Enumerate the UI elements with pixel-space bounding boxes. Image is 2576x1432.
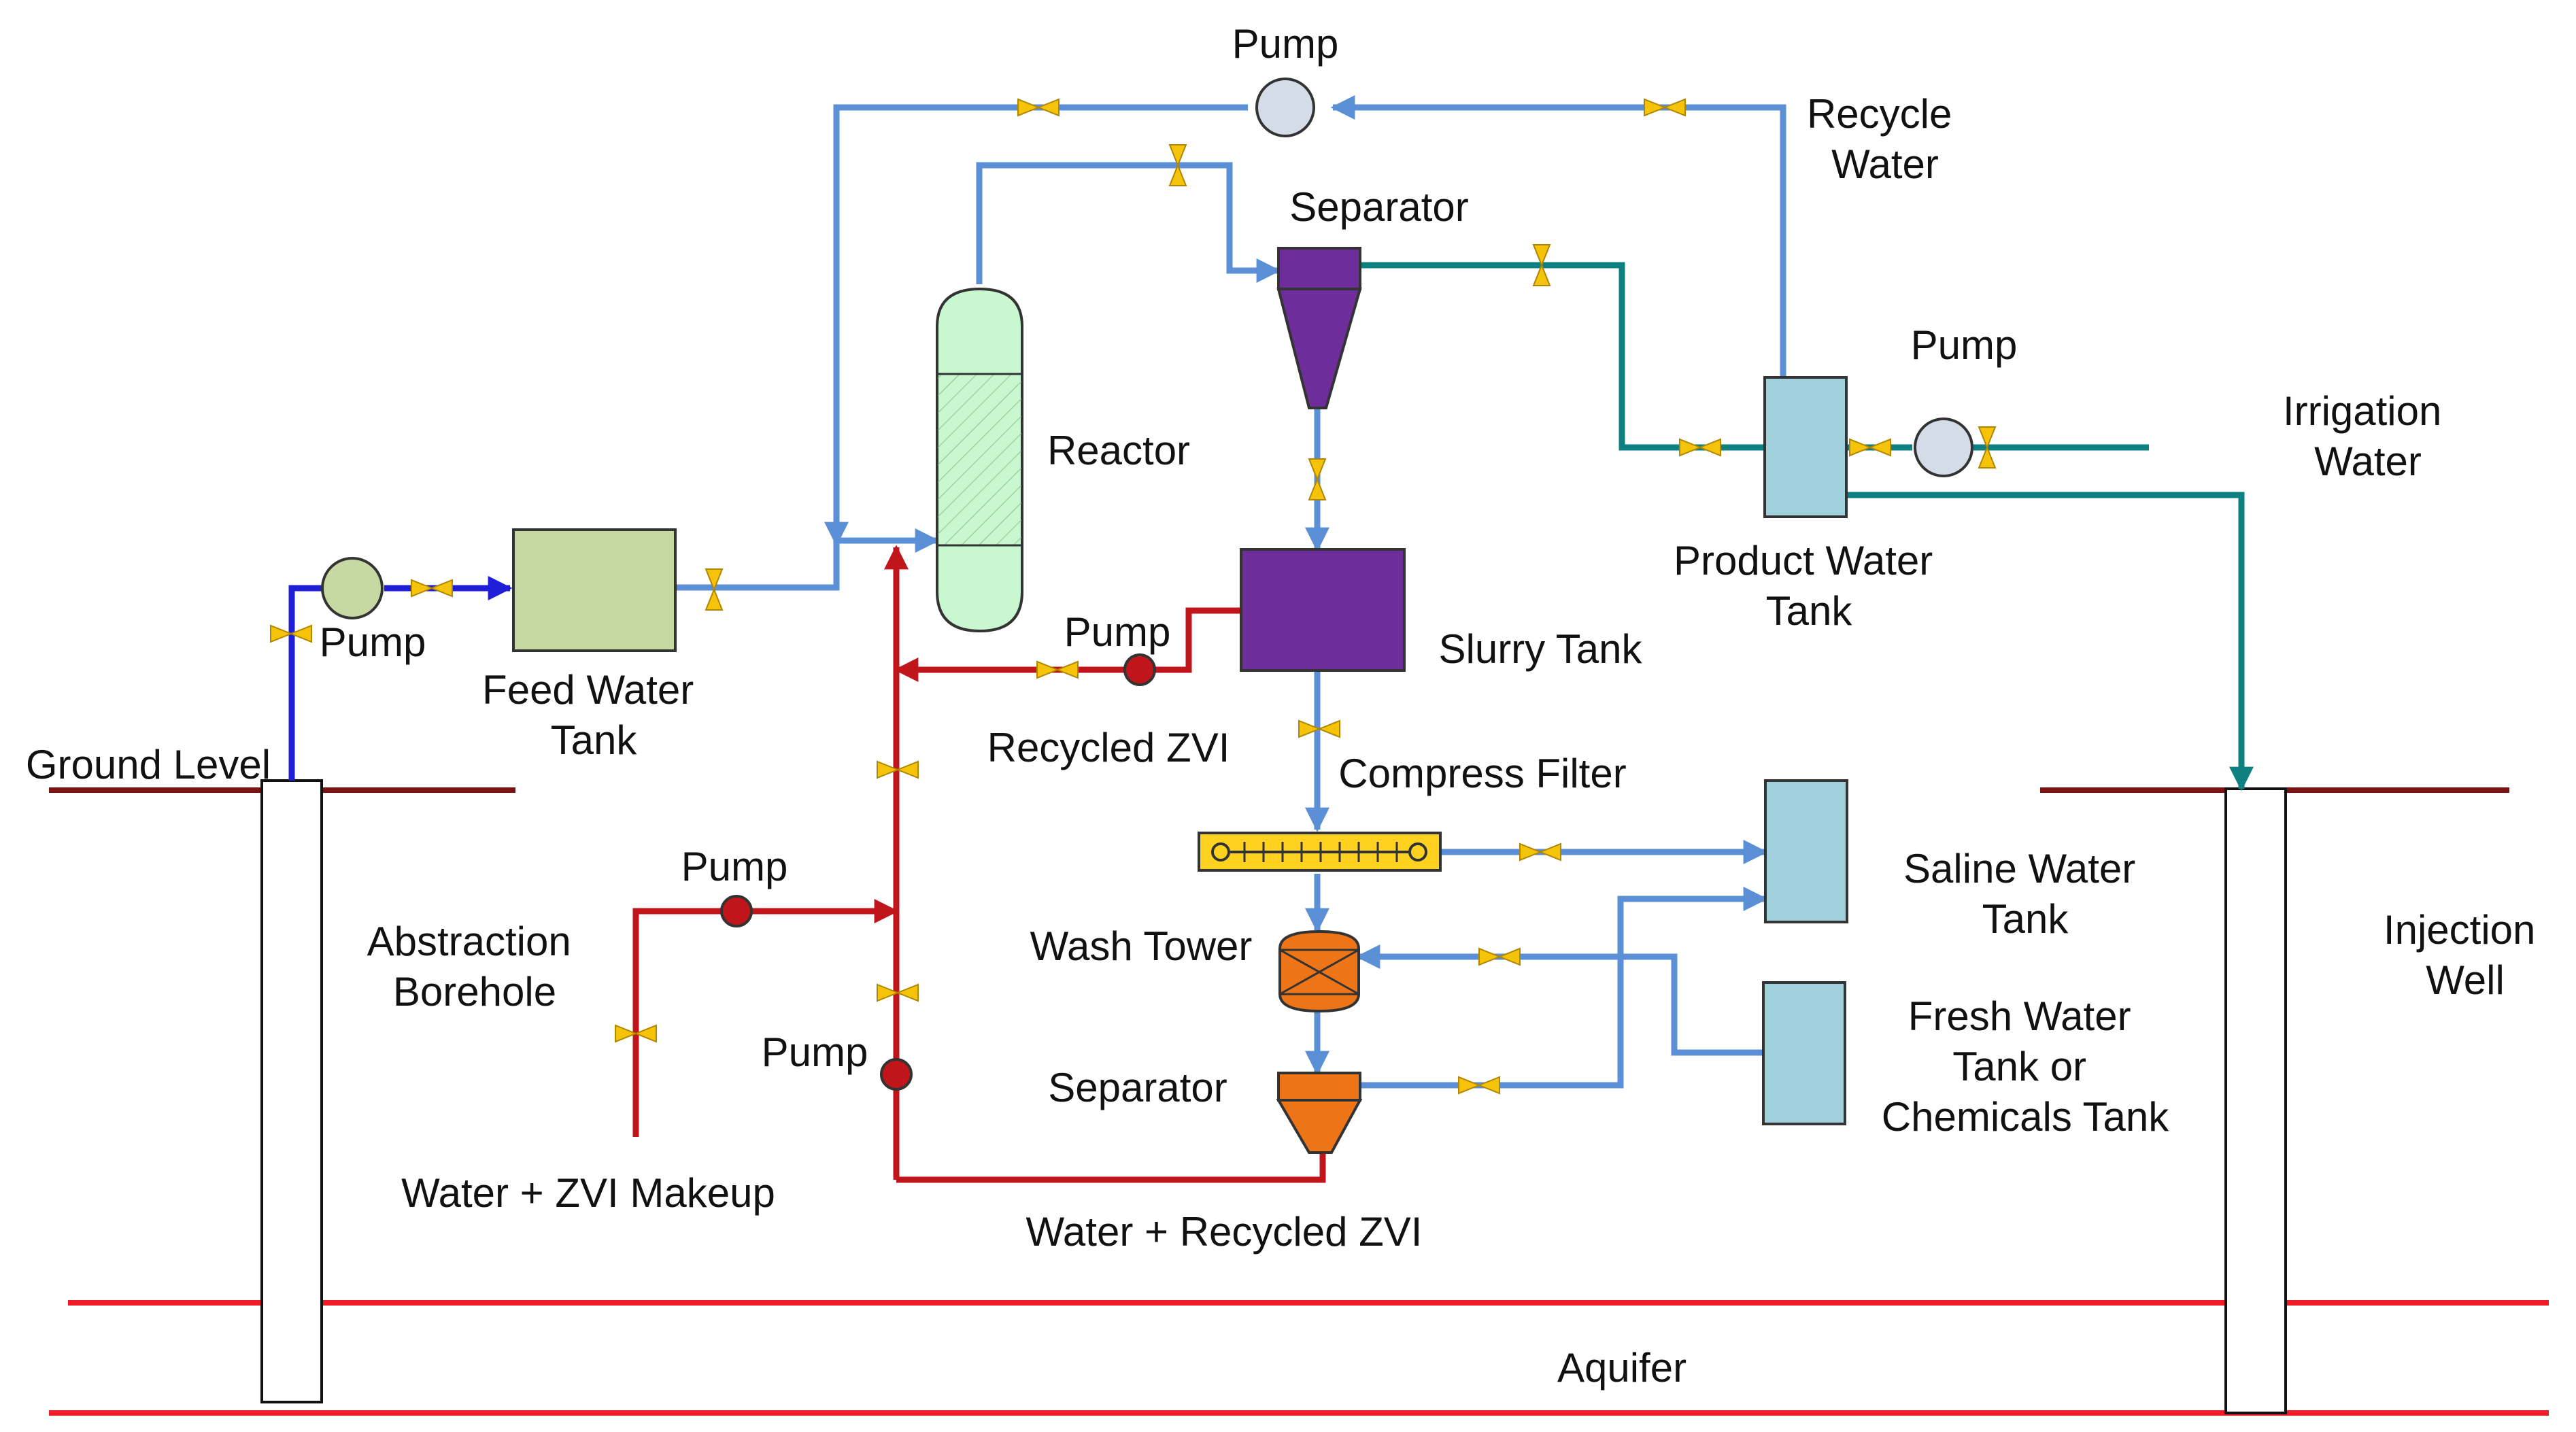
label-pump-product: Pump xyxy=(1911,322,2018,368)
injection-well-shaft xyxy=(2224,787,2287,1414)
valve-recycle-left xyxy=(1017,98,1060,117)
valve-fresh-wash xyxy=(1478,947,1521,966)
feed-to-reactor-pipe xyxy=(675,528,940,591)
equipment xyxy=(512,247,1848,1154)
valves xyxy=(270,98,1997,1095)
slurry-tank xyxy=(1240,548,1406,672)
label-pump-top: Pump xyxy=(1232,21,1339,67)
valve-recycled-zvi xyxy=(1036,660,1079,679)
label-irrigation-water: Irrigation Water xyxy=(2283,388,2453,484)
label-recycle-water: Recycle Water xyxy=(1807,91,1963,187)
labels: Pump Recycle Water Separator Pump Irriga… xyxy=(26,21,2547,1391)
label-slurry-tank: Slurry Tank xyxy=(1438,626,1642,672)
pump-recycled-icon xyxy=(1123,653,1156,686)
valve-separator-down xyxy=(1308,458,1327,500)
pump-top-icon xyxy=(1255,78,1315,137)
fresh-water-tank xyxy=(1762,981,1846,1125)
separator-cyclone-top xyxy=(1276,247,1362,409)
label-aquifer: Aquifer xyxy=(1557,1345,1687,1391)
label-saline-water-tank: Saline Water Tank xyxy=(1903,846,2147,942)
valve-feed-pump xyxy=(411,579,453,598)
label-injection-well: Injection Well xyxy=(2384,907,2547,1003)
label-separator-top: Separator xyxy=(1289,184,1469,230)
valve-riser-upper xyxy=(877,760,919,779)
borehole-to-pump-pipe xyxy=(288,585,322,781)
recycle-to-reactor-pipe xyxy=(824,104,1248,547)
valve-slurry-down xyxy=(1298,719,1340,738)
label-compress-filter: Compress Filter xyxy=(1338,751,1626,796)
valve-feed-intake xyxy=(270,624,312,643)
compress-filter xyxy=(1198,832,1442,872)
label-reactor: Reactor xyxy=(1047,428,1190,473)
reactor-to-separator-pipe xyxy=(976,162,1281,284)
pump-makeup-icon xyxy=(720,895,753,927)
reactor-vessel xyxy=(936,287,1023,633)
label-pump-separator: Pump xyxy=(762,1029,868,1075)
product-to-injection-pipe xyxy=(1847,492,2254,791)
valve-product-inlet xyxy=(1679,438,1721,457)
pump-product-icon xyxy=(1914,417,1973,477)
label-separator-bottom: Separator xyxy=(1048,1065,1227,1110)
label-pump-recycled: Pump xyxy=(1064,609,1171,655)
label-ground-level: Ground Level xyxy=(26,742,271,787)
valve-makeup xyxy=(615,1024,657,1043)
valve-separator-teal xyxy=(1532,244,1551,286)
feed-water-intake xyxy=(288,576,513,781)
valve-separator-saline xyxy=(1458,1076,1500,1095)
separator-cyclone-bottom xyxy=(1276,1072,1363,1154)
valve-riser-lower xyxy=(877,983,919,1002)
valve-product-outlet xyxy=(1849,438,1891,457)
label-wash-tower: Wash Tower xyxy=(1030,923,1253,969)
pump-feed-icon xyxy=(321,557,384,619)
separator-to-product-pipe xyxy=(1359,262,1765,451)
valve-recycle-right xyxy=(1644,98,1686,117)
label-pump-feed: Pump xyxy=(320,619,426,665)
valve-irrigation xyxy=(1978,426,1997,468)
recycle-water-pipe xyxy=(1330,95,1786,377)
label-pump-makeup: Pump xyxy=(681,844,788,889)
label-fresh-water-tank: Fresh Water Tank or Chemicals Tank xyxy=(1882,993,2169,1140)
separator-underflow-pipe xyxy=(896,1151,1326,1183)
fresh-to-wash-pipe xyxy=(1355,944,1763,1056)
teal-flow-lines xyxy=(1359,262,2254,791)
label-abstraction-borehole: Abstraction Borehole xyxy=(367,919,583,1015)
label-feed-water-tank: Feed Water Tank xyxy=(482,667,705,763)
product-water-tank xyxy=(1763,376,1848,518)
saline-water-tank xyxy=(1764,779,1848,923)
valve-feed-outlet xyxy=(705,568,724,611)
separator-to-saline-pipe xyxy=(1359,887,1768,1089)
label-recycled-zvi: Recycled ZVI xyxy=(987,725,1230,770)
valve-reactor-outlet xyxy=(1168,144,1187,186)
abstraction-borehole-well xyxy=(260,779,323,1403)
wash-tower xyxy=(1278,930,1360,1013)
label-water-recycled-zvi: Water + Recycled ZVI xyxy=(1026,1209,1423,1255)
feed-water-tank xyxy=(512,528,677,652)
ground-and-aquifer-lines xyxy=(49,787,2549,1416)
valve-filter-saline xyxy=(1519,842,1561,862)
label-product-water-tank: Product Water Tank xyxy=(1674,538,1944,634)
label-water-zvi-makeup: Water + ZVI Makeup xyxy=(401,1170,775,1216)
pump-separator-icon xyxy=(880,1058,913,1091)
makeup-pipe xyxy=(632,899,899,1137)
pumps xyxy=(321,78,1973,1091)
